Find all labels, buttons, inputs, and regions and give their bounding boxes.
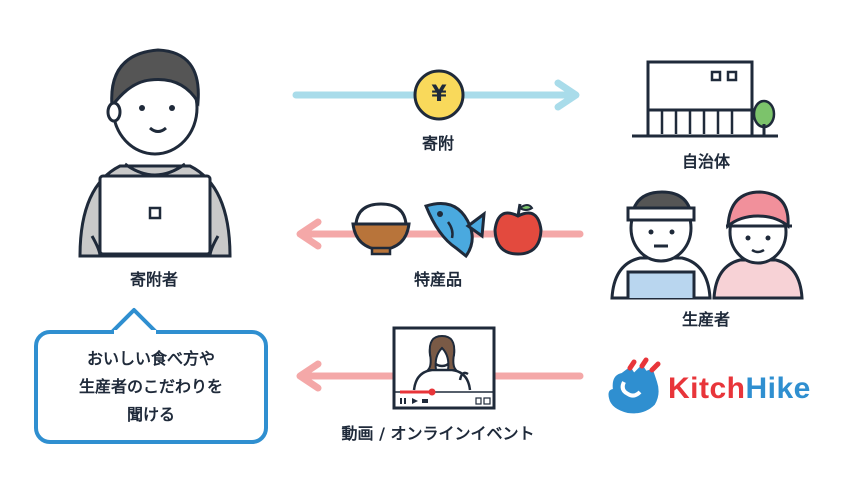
apple-icon [493,203,543,256]
bubble-line-2: 生産者のこだわりを [78,377,223,396]
brand-part-1: Kitch [668,372,746,405]
brand-part-2: Hike [745,372,811,405]
coin-icon [413,69,465,121]
coin-symbol: ¥ [431,82,447,107]
video-player-icon [392,326,496,410]
fish-icon [424,202,486,259]
municipality-label: 自治体 [681,152,731,171]
media-label: 動画 / オンラインイベント [341,424,535,443]
producers-label: 生産者 [681,310,731,329]
brand-name: KitchHike [668,372,811,406]
donation-label: 寄附 [421,134,455,153]
bubble-line-1: おいしい食べ方や [86,349,215,368]
speech-bubble: おいしい食べ方や 生産者のこだわりを 聞ける [34,330,268,444]
bubble-tail-seam [114,330,156,336]
bubble-tail [108,308,160,336]
building-icon [632,60,778,138]
person-laptop-icon [78,48,232,258]
products-label: 特産品 [413,270,463,289]
kitchhike-logo-icon [608,357,661,414]
donor-label: 寄附者 [129,270,179,289]
farmers-icon [610,190,804,300]
bubble-line-3: 聞ける [126,405,175,424]
rice-bowl-icon [351,202,411,256]
